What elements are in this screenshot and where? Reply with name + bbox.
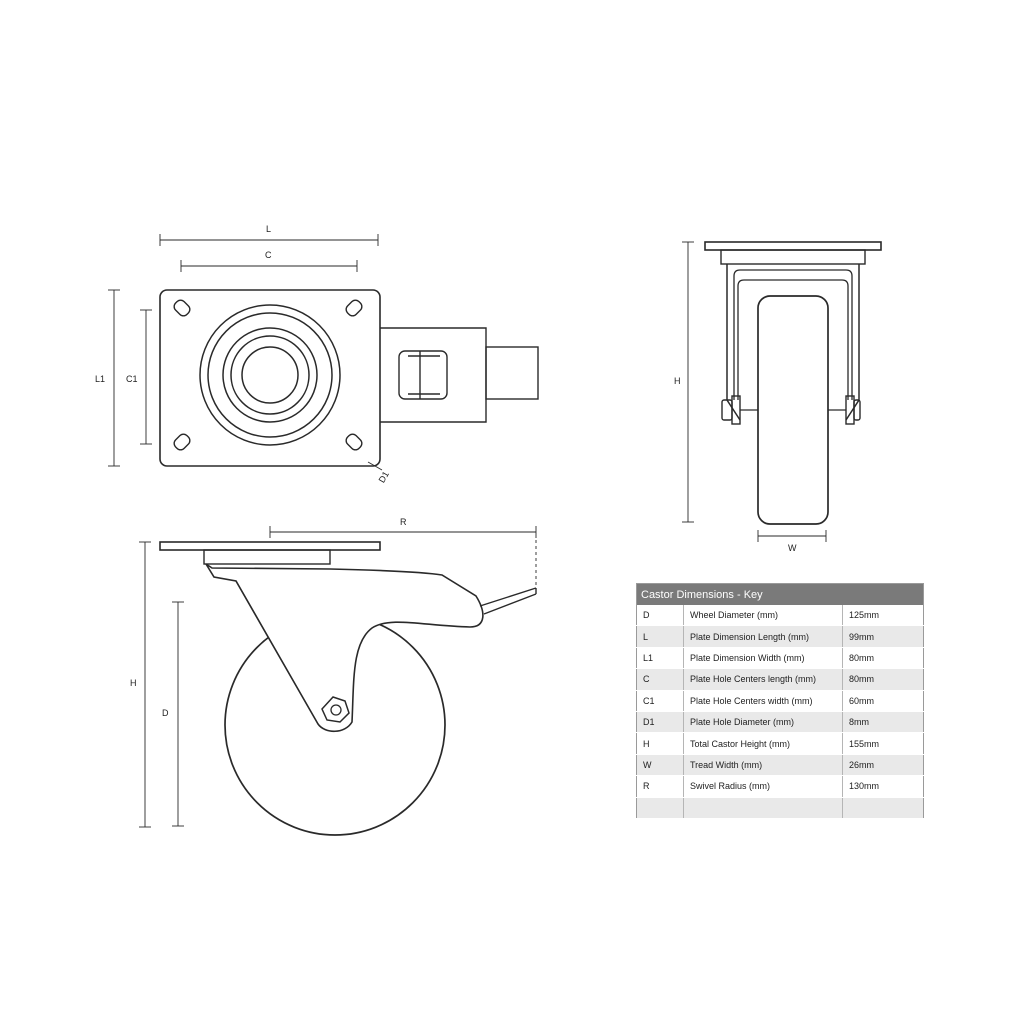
table-row: H Total Castor Height (mm) 155mm [636,732,924,755]
front-axle-nut-left [721,399,733,421]
row-key: H [636,732,684,755]
label-C: C [265,250,272,260]
row-description [683,797,843,819]
table-row: D Wheel Diameter (mm) 125mm [636,605,924,627]
table-row: C1 Plate Hole Centers width (mm) 60mm [636,690,924,712]
row-key: C1 [636,690,684,712]
row-value: 155mm [842,732,924,755]
table-row: C Plate Hole Centers length (mm) 80mm [636,668,924,691]
dim-H-front [682,241,694,523]
label-L1: L1 [95,374,105,384]
dim-L [159,234,379,246]
front-wheel [757,295,829,525]
row-description: Plate Dimension Width (mm) [683,647,843,670]
dim-L1 [108,289,120,467]
dimension-labels: L C L1 C1 D1 R H D H W [95,224,797,718]
plate-holes [173,299,363,451]
top-plate [159,289,381,467]
dim-R [269,526,537,586]
dim-H-side [139,541,151,828]
row-value: 8mm [842,711,924,734]
row-description: Tread Width (mm) [683,754,843,777]
label-L: L [266,224,271,234]
row-value: 80mm [842,668,924,691]
table-title: Castor Dimensions - Key [636,583,924,605]
front-view [682,241,882,542]
row-value: 26mm [842,754,924,777]
label-W: W [788,543,797,553]
dim-D1 [367,461,383,471]
table-row: D1 Plate Hole Diameter (mm) 8mm [636,711,924,734]
dim-D [172,601,184,827]
castor-dimensions-table: Castor Dimensions - Key D Wheel Diameter… [636,583,924,819]
row-key [636,797,684,819]
label-H-front: H [674,376,681,386]
side-axle-nut [321,696,350,723]
row-key: W [636,754,684,777]
label-D1: D1 [377,469,391,484]
row-value [842,797,924,819]
row-value: 80mm [842,647,924,670]
label-H-side: H [130,678,137,688]
front-plate [704,241,882,251]
side-fork [205,563,484,733]
row-key: C [636,668,684,691]
brake-housing [380,327,539,423]
dim-C [180,260,358,272]
row-key: D1 [636,711,684,734]
side-brake-lever [479,587,537,615]
row-key: R [636,775,684,798]
side-view [139,526,537,836]
dim-C1 [140,309,152,445]
table-row: R Swivel Radius (mm) 130mm [636,775,924,798]
row-description: Plate Dimension Length (mm) [683,625,843,648]
side-plate [159,541,381,551]
table-row [636,797,924,819]
swivel-bearing [199,304,341,446]
side-swivel-head [203,549,331,565]
row-description: Plate Hole Centers width (mm) [683,690,843,712]
label-R: R [400,517,407,527]
side-fork-inner [235,580,319,725]
front-swivel-head [720,249,866,265]
row-description: Swivel Radius (mm) [683,775,843,798]
label-D-side: D [162,708,169,718]
table-row: W Tread Width (mm) 26mm [636,754,924,777]
row-key: D [636,605,684,627]
row-description: Wheel Diameter (mm) [683,605,843,627]
top-view [108,234,539,471]
row-value: 99mm [842,625,924,648]
row-key: L [636,625,684,648]
row-description: Total Castor Height (mm) [683,732,843,755]
dim-W [757,530,827,542]
table-row: L1 Plate Dimension Width (mm) 80mm [636,647,924,670]
row-description: Plate Hole Centers length (mm) [683,668,843,691]
label-C1: C1 [126,374,138,384]
table-row: L Plate Dimension Length (mm) 99mm [636,625,924,648]
row-description: Plate Hole Diameter (mm) [683,711,843,734]
row-value: 60mm [842,690,924,712]
row-value: 125mm [842,605,924,627]
row-value: 130mm [842,775,924,798]
row-key: L1 [636,647,684,670]
